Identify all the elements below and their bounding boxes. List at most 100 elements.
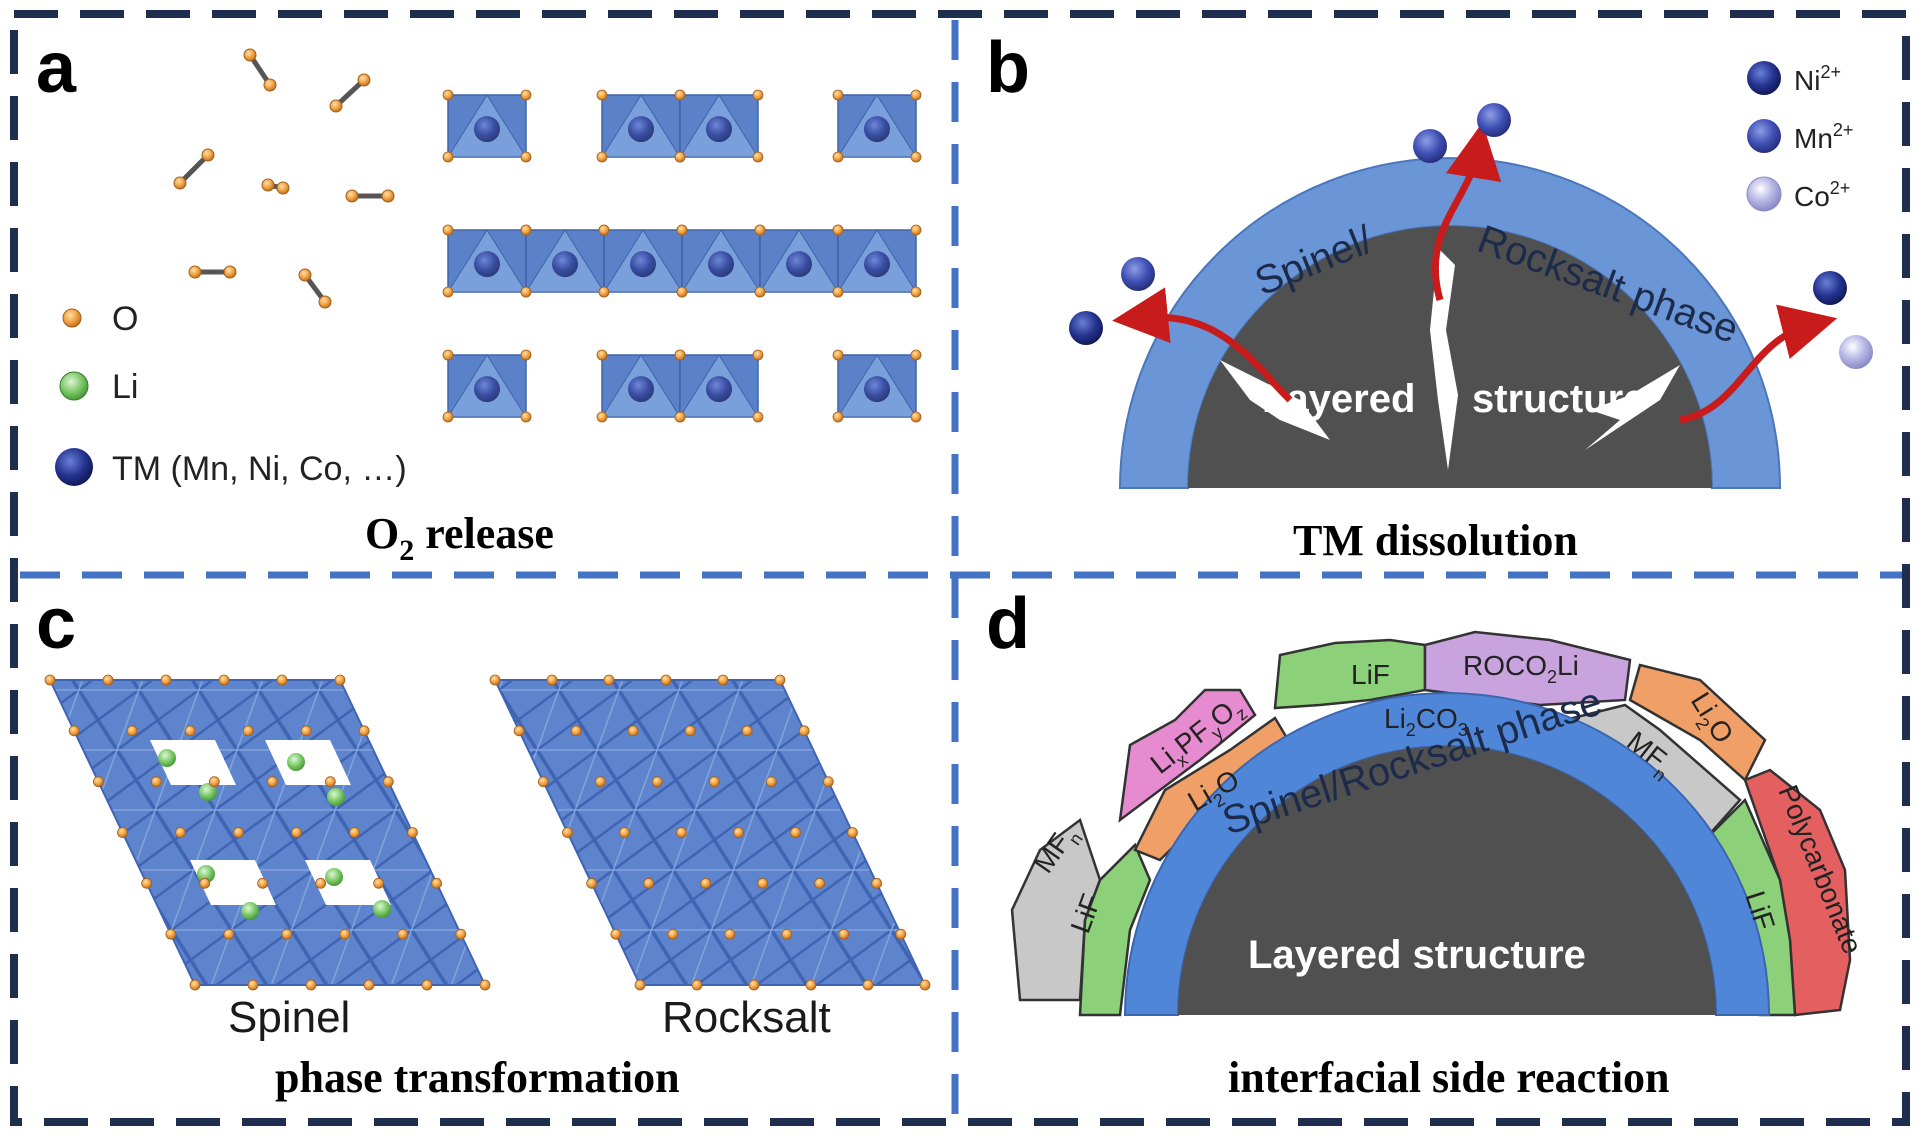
sei-label-lif-top: LiF xyxy=(1351,659,1390,690)
oxygen-atom xyxy=(397,928,409,940)
inner-dividers xyxy=(20,20,1902,1118)
octahedron xyxy=(598,224,688,298)
oxygen-atom xyxy=(691,979,703,991)
oxygen-atom xyxy=(208,776,220,788)
oxygen-atom xyxy=(276,674,288,686)
oxygen-atom xyxy=(479,979,491,991)
oxygen-atom xyxy=(805,979,817,991)
ni-legend-label: Ni2+ xyxy=(1794,62,1841,96)
octahedron xyxy=(442,89,532,163)
octahedron xyxy=(674,89,764,163)
oxygen-atom xyxy=(223,928,235,940)
oxygen-atom xyxy=(733,827,744,838)
panel-d: d Spinel/Rocksalt phase Layered structur… xyxy=(986,584,1868,1102)
oxygen-atom xyxy=(838,928,850,940)
oxygen-atom xyxy=(266,776,278,788)
oxygen-atom xyxy=(431,877,443,889)
oxygen-atom xyxy=(708,776,720,788)
oxygen-atom xyxy=(895,928,907,940)
oxygen-atom xyxy=(68,725,80,737)
legend-lithium-label: Li xyxy=(112,368,138,406)
oxygen-atom xyxy=(667,928,679,940)
sei-label-roco2li: ROCO2Li xyxy=(1463,650,1579,687)
oxygen-atom xyxy=(700,877,712,889)
oxygen-atom xyxy=(257,877,269,889)
mn-ion xyxy=(1121,257,1155,291)
core-label-right: structure xyxy=(1472,377,1645,421)
oxygen-atom xyxy=(774,674,786,686)
octahedron xyxy=(596,89,686,163)
oxygen-icon xyxy=(62,308,82,328)
oxygen-atom xyxy=(300,725,312,737)
oxygen-atom xyxy=(684,725,696,737)
oxygen-atom xyxy=(562,827,573,838)
caption-b: TM dissolution xyxy=(1293,516,1578,565)
oxygen-atom xyxy=(765,776,777,788)
oxygen-atom xyxy=(247,979,259,991)
o2-molecules xyxy=(173,48,395,309)
oxygen-atom xyxy=(790,827,801,838)
spinel-rocksalt-shell xyxy=(1123,692,1771,1016)
panel-letter-c: c xyxy=(36,584,76,664)
spinel-label: Spinel xyxy=(228,993,350,1042)
oxygen-atoms xyxy=(489,674,931,991)
oxygen-atom xyxy=(92,776,104,788)
rocksalt-lattice xyxy=(489,674,931,991)
oxygen-atom xyxy=(594,776,606,788)
crack-left xyxy=(1220,360,1340,460)
oxygen-atom xyxy=(305,979,317,991)
octahedron xyxy=(596,349,686,423)
oxygen-atom xyxy=(489,674,501,686)
oxygen-atom xyxy=(546,674,558,686)
oxygen-atom xyxy=(242,725,254,737)
panel-letter-b: b xyxy=(986,28,1030,108)
oxygen-atom xyxy=(421,979,433,991)
ni-ion xyxy=(1813,271,1847,305)
oxygen-atom xyxy=(603,674,615,686)
oxygen-atom xyxy=(634,979,646,991)
oxygen-atom xyxy=(44,674,56,686)
panel-letter-d: d xyxy=(986,584,1030,664)
oxygen-atom xyxy=(199,877,211,889)
oxygen-atom xyxy=(781,928,793,940)
legend-b: Ni2+ Mn2+ Co2+ xyxy=(1746,61,1853,212)
panel-a: a O Li TM (Mn, Ni, Co, …) O2 release xyxy=(36,28,922,567)
octahedron xyxy=(754,224,844,298)
octahedron xyxy=(832,224,922,298)
oxygen-atom xyxy=(117,827,128,838)
octahedron xyxy=(674,349,764,423)
outer-frame xyxy=(10,10,1910,1126)
oxygen-atom xyxy=(570,725,582,737)
oxygen-atom xyxy=(455,928,467,940)
oxygen-atom xyxy=(651,776,663,788)
oxygen-atom xyxy=(363,979,375,991)
crack-right xyxy=(1585,365,1680,450)
oxygen-atom xyxy=(513,725,525,737)
oxygen-atom xyxy=(847,827,858,838)
oxygen-atom xyxy=(537,776,549,788)
oxygen-atom xyxy=(150,776,162,788)
oxygen-atom xyxy=(175,827,186,838)
spinel-lattice xyxy=(44,674,491,991)
lithium-icon xyxy=(59,371,89,401)
dissolution-arrow-left xyxy=(1112,287,1293,403)
oxygen-atom xyxy=(189,979,201,991)
oxygen-atom xyxy=(291,827,302,838)
panel-c: c Spinel Rocksalt phase transformation xyxy=(36,584,931,1102)
mn-legend-icon xyxy=(1747,119,1781,153)
oxygen-atom xyxy=(334,674,346,686)
octahedron xyxy=(832,349,922,423)
oxygen-atom xyxy=(160,674,172,686)
oxygen-atom xyxy=(822,776,834,788)
oxygen-atom xyxy=(676,827,687,838)
sei-label-li2co3: Li2CO3 xyxy=(1384,703,1468,740)
oxygen-atom xyxy=(643,877,655,889)
caption-d: interfacial side reaction xyxy=(1228,1053,1670,1102)
dissolution-arrow-center xyxy=(1431,122,1502,301)
legend-a: O Li TM (Mn, Ni, Co, …) xyxy=(55,300,407,488)
oxygen-atom xyxy=(919,979,931,991)
oxygen-atom xyxy=(619,827,630,838)
oxygen-atom xyxy=(757,877,769,889)
core-label: Layered structure xyxy=(1248,933,1586,977)
